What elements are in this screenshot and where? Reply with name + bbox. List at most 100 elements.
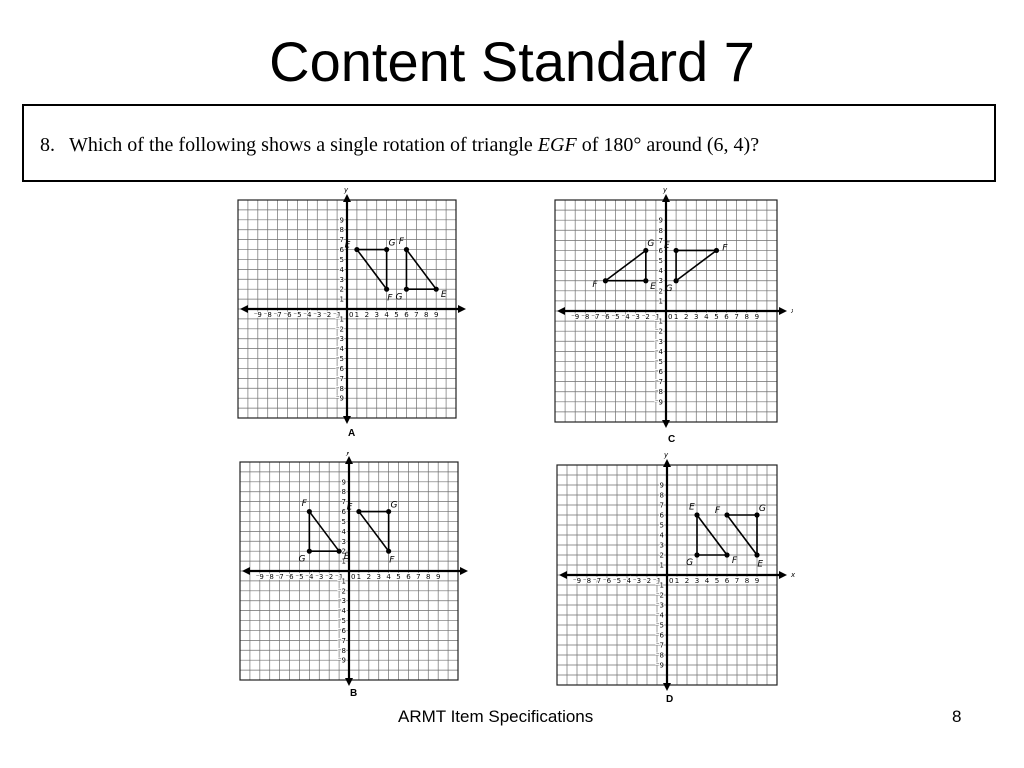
tick-label: 7 <box>342 498 346 506</box>
tick-label: ⁻7 <box>338 637 346 645</box>
tick-label: ⁻8 <box>583 577 591 585</box>
tick-label: ⁻9 <box>254 311 262 319</box>
triangle <box>356 248 388 290</box>
vertex-label: F <box>722 243 728 253</box>
tick-label: ⁻6 <box>656 632 665 640</box>
question-text-after: of 180° around (6, 4)? <box>576 134 760 156</box>
y-axis-label: y <box>343 186 349 194</box>
graph-option-c: xy⁻9⁻9⁻8⁻8⁻7⁻7⁻6⁻6⁻5⁻5⁻4⁻4⁻3⁻3⁻2⁻2⁻1⁻101… <box>553 186 796 451</box>
tick-label: ⁻3 <box>313 311 321 319</box>
tick-label: 3 <box>342 538 346 546</box>
tick-label: 2 <box>659 287 663 295</box>
vertex-point <box>386 548 392 554</box>
tick-label: 1 <box>357 573 361 581</box>
tick-label: 3 <box>694 313 698 321</box>
x-axis-arrow-left <box>557 307 565 315</box>
tick-label: ⁻3 <box>656 602 664 610</box>
vertex-point <box>754 552 760 558</box>
tick-label: ⁻5 <box>656 622 664 630</box>
tick-label: ⁻3 <box>632 313 640 321</box>
y-axis-arrow-down <box>663 683 671 691</box>
tick-label: 4 <box>386 573 391 581</box>
tick-label: 1 <box>674 313 678 321</box>
tick-label: 2 <box>342 548 346 556</box>
tick-label: ⁻5 <box>655 358 663 366</box>
tick-label: ⁻8 <box>336 385 344 393</box>
tick-label: 6 <box>660 512 665 520</box>
tick-label: ⁻1 <box>338 577 346 585</box>
y-axis-label: y <box>663 452 669 459</box>
tick-label: 5 <box>659 257 663 265</box>
tick-label: ⁻7 <box>274 311 282 319</box>
graph-option-a: xy⁻9⁻9⁻8⁻8⁻7⁻7⁻6⁻6⁻5⁻5⁻4⁻4⁻3⁻3⁻2⁻2⁻1⁻101… <box>236 186 475 451</box>
tick-label: ⁻4 <box>655 348 664 356</box>
question-box: 8.Which of the following shows a single … <box>22 104 996 182</box>
tick-label: 3 <box>376 573 380 581</box>
tick-label: 5 <box>394 311 398 319</box>
tick-label: 5 <box>342 518 346 526</box>
coordinate-grid: xy⁻9⁻9⁻8⁻8⁻7⁻7⁻6⁻6⁻5⁻5⁻4⁻4⁻3⁻3⁻2⁻2⁻1⁻101… <box>554 186 796 428</box>
tick-label: ⁻4 <box>623 577 632 585</box>
tick-label: ⁻5 <box>611 313 619 321</box>
tick-label: ⁻8 <box>655 388 663 396</box>
tick-label: 0 <box>351 573 355 581</box>
vertex-point <box>673 247 679 254</box>
x-axis-label: x <box>790 307 793 315</box>
tick-label: ⁻9 <box>256 573 264 581</box>
tick-label: 7 <box>660 502 664 510</box>
tick-label: ⁻3 <box>655 338 663 346</box>
tick-label: 6 <box>404 311 409 319</box>
vertex-label: G <box>666 284 673 294</box>
tick-label: 5 <box>714 313 718 321</box>
vertex-point <box>403 246 410 253</box>
triangle-name: EGF <box>537 134 577 156</box>
tick-label: ⁻8 <box>264 311 272 319</box>
tick-label: 3 <box>340 276 344 284</box>
triangle <box>696 514 728 556</box>
y-axis-arrow-down <box>662 420 670 428</box>
vertex-point <box>356 508 362 515</box>
vertex-label: E <box>441 290 447 300</box>
tick-label: 1 <box>355 311 359 319</box>
tick-label: ⁻6 <box>336 365 345 373</box>
vertex-label: E <box>650 282 656 292</box>
tick-label: ⁻9 <box>573 577 581 585</box>
x-axis-label: x <box>790 571 795 579</box>
option-letter: A <box>348 428 356 439</box>
vertex-label: F <box>302 499 308 509</box>
vertex-label: E <box>345 241 351 251</box>
triangle <box>675 249 718 282</box>
tick-label: ⁻1 <box>652 313 660 321</box>
tick-label: 5 <box>660 522 664 530</box>
tick-label: 4 <box>659 267 664 275</box>
tick-label: ⁻2 <box>655 328 663 336</box>
tick-label: ⁻8 <box>656 652 664 660</box>
y-axis-arrow-up <box>345 456 353 464</box>
tick-label: ⁻7 <box>591 313 599 321</box>
tick-label: 9 <box>342 478 346 486</box>
tick-label: 8 <box>745 577 749 585</box>
tick-label: ⁻8 <box>338 647 346 655</box>
vertex-point <box>384 286 390 292</box>
tick-label: ⁻9 <box>571 313 579 321</box>
tick-label: 9 <box>436 573 440 581</box>
tick-label: 6 <box>340 246 345 254</box>
tick-label: 5 <box>715 577 719 585</box>
tick-label: 9 <box>659 217 663 225</box>
tick-label: 7 <box>340 236 344 244</box>
tick-label: 2 <box>367 573 371 581</box>
option-letter: D <box>666 694 674 705</box>
tick-label: 9 <box>340 216 344 224</box>
triangle <box>405 248 437 290</box>
tick-label: ⁻1 <box>335 573 343 581</box>
tick-label: 5 <box>340 256 344 264</box>
tick-label: ⁻8 <box>266 573 274 581</box>
tick-label: 6 <box>406 573 411 581</box>
vertex-label: E <box>664 241 670 251</box>
tick-label: 3 <box>660 542 664 550</box>
coordinate-grid: xy⁻9⁻9⁻8⁻8⁻7⁻7⁻6⁻6⁻5⁻5⁻4⁻4⁻3⁻3⁻2⁻2⁻1⁻101… <box>239 448 477 686</box>
tick-label: 2 <box>365 311 369 319</box>
x-axis-arrow-right <box>779 307 787 315</box>
